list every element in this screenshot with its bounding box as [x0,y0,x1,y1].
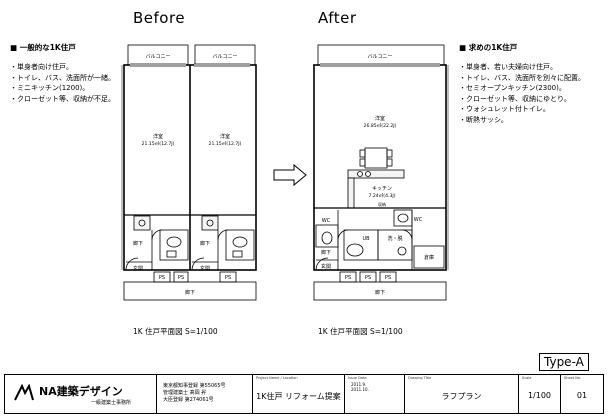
after-wc-label: WC [322,218,331,224]
before-room-area: 21.15㎡(12.7J) [142,140,175,147]
after-closet-label: 倉庫 [424,254,434,261]
drawing-title: ラフプラン [441,392,482,401]
after-caption: 1K 住戸平面図 S=1/100 [318,327,403,336]
after-floor-plan: バルコニー 洋室 26.85㎡(22.2J) キッチン 7.24㎡(4.3J) … [313,44,449,301]
registration-cell: 東京都知事登録 第55065号 管理建築士 髙岡 昇 大臣登録 第274061号 [157,375,253,413]
after-feature-panel: ■ 求めの1K住戸 ・単身者、若い夫婦向け住戸。 ・トイレ、バス、洗面所を別々に… [459,42,604,125]
after-entrance-label: 玄関 [321,263,331,270]
before-bullet: ・トイレ、バス、洗面所が一緒。 [10,73,115,82]
after-ps-label: PS [365,275,371,281]
date-label: Issue Date [348,376,367,380]
drawing-title-cell: Drawing Title ラフプラン [405,375,519,413]
after-balcony-label: バルコニー [368,54,393,60]
registration-line: 大臣登録 第274061号 [163,397,214,403]
after-kitchen-area: 7.24㎡(4.3J) [368,192,395,199]
before-corridor-label: 廊下 [133,240,143,247]
project-cell: Project Name / Location 1K住戸 リフォーム提案 [253,375,345,413]
after-common-corridor-label: 廊下 [375,289,385,296]
after-washroom-label: 洗・脱 [387,235,402,242]
after-bullet: ・ウォシュレット付トイレ。 [459,105,550,113]
company-logo-icon [14,384,34,401]
date-cell: Issue Date 2011.9. 2011.10. [345,375,405,413]
after-ps-label: PS [345,275,351,281]
before-common-corridor-label: 廊下 [185,289,195,296]
before-feature-panel: ■ 一般的な1K住戸 ・単身者向け住戸。 ・トイレ、バス、洗面所が一緒。 ・ミニ… [10,42,125,104]
before-room-area: 21.15㎡(12.7J) [209,140,242,147]
before-panel-title: ■ 一般的な1K住戸 [10,43,76,52]
after-wc-label: WC [414,217,423,223]
before-balcony-label: バルコニー [213,54,238,60]
after-bullet: ・クローゼット等、収納にゆとり。 [459,94,571,103]
registration-line: 東京都知事登録 第55065号 [163,383,226,389]
before-bullet: ・ミニキッチン(1200)。 [10,84,90,92]
company-name: NA建築デザイン [39,385,123,398]
scale-label: Scale [522,376,532,380]
after-bullet: ・セミオープンキッチン(2300)。 [459,84,566,92]
project-label: Project Name / Location [256,376,298,380]
project-name: 1K住戸 リフォーム提案 [256,392,341,401]
before-balcony-label: バルコニー [146,54,171,60]
drawing-title-label: Drawing Title [408,376,432,380]
after-room-area: 26.85㎡(22.2J) [364,122,397,129]
before-bullet: ・単身者向け住戸。 [10,63,73,71]
after-bullet: ・断熱サッシ。 [459,115,508,124]
after-room-label: 洋室 [375,115,385,122]
before-corridor-label: 廊下 [200,240,210,247]
before-entrance-label: 玄関 [133,265,143,272]
before-room-label: 洋室 [220,133,230,140]
sheet-cell: Sheet No. 01 [561,375,603,413]
type-badge: Type-A [539,353,589,371]
after-heading: After [318,9,357,27]
sheet-label: Sheet No. [564,376,582,380]
scale-value: 1/100 [527,391,552,400]
before-heading: Before [133,9,186,27]
after-corridor-label: 廊下 [321,249,331,256]
before-bullet: ・クローゼット等、収納が不足。 [10,94,115,103]
before-entrance-label: 玄関 [200,265,210,272]
before-caption: 1K 住戸平面図 S=1/100 [133,327,218,336]
before-ps-label: PS [159,275,165,281]
company-subtitle: 一級建築士事務所 [91,400,132,406]
after-kitchen-label: キッチン [372,186,392,192]
after-panel-title: ■ 求めの1K住戸 [459,43,518,52]
before-ps-label: PS [178,275,184,281]
before-floor-plan: バルコニー バルコニー 洋室 21.15㎡(12.7J) 洋室 21.15㎡(1… [121,44,257,301]
registration-line: 管理建築士 髙岡 昇 [163,390,207,396]
title-block: NA建築デザイン 一級建築士事務所 東京都知事登録 第55065号 管理建築士 … [4,374,604,414]
after-ps-label: PS [385,275,391,281]
arrow-right-icon [273,163,307,187]
before-room-label: 洋室 [153,133,163,140]
scale-cell: Scale 1/100 [519,375,561,413]
after-ub-label: UB [362,236,370,242]
date-line: 2011.9. [351,382,367,387]
before-ps-label: PS [225,275,231,281]
after-storage-label: 収納 [378,201,386,207]
after-bullet: ・トイレ、バス、洗面所を別々に配置。 [459,73,585,82]
date-line: 2011.10. [351,387,369,392]
sheet-number: 01 [576,391,588,400]
after-bullet: ・単身者、若い夫婦向け住戸。 [459,63,557,71]
company-cell: NA建築デザイン 一級建築士事務所 [5,375,157,413]
